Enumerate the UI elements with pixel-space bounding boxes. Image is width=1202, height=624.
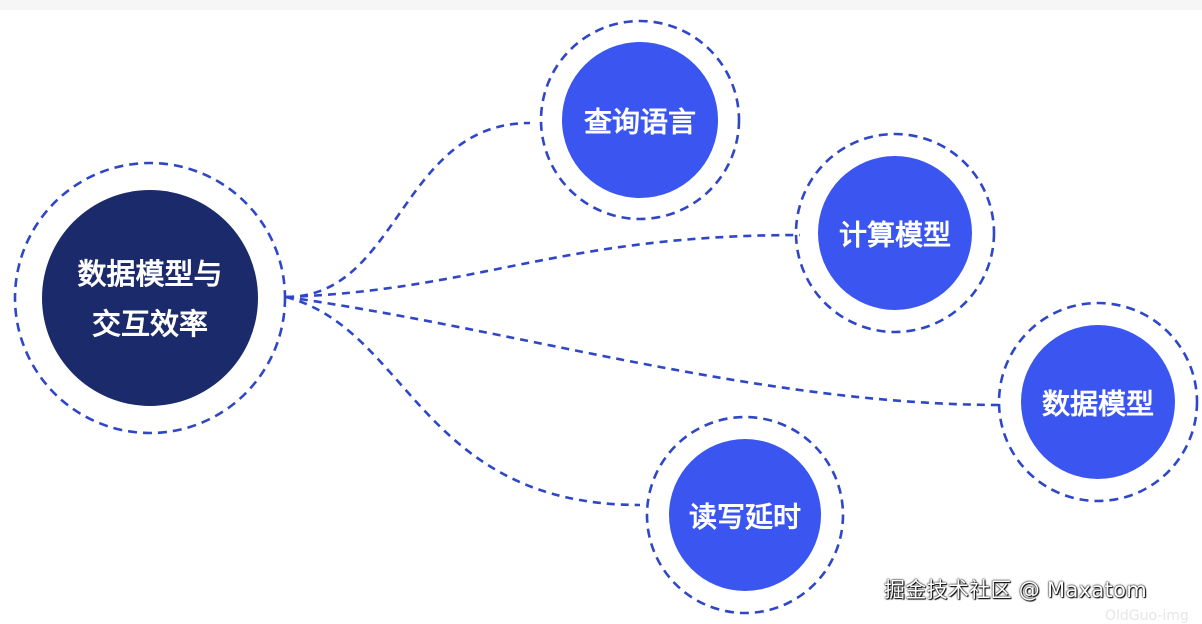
branch-node-label: 计算模型 xyxy=(839,219,951,252)
branch-node-compute-model: 计算模型 xyxy=(794,132,996,334)
branch-node-circle xyxy=(818,156,972,310)
center-node-dashed-ring xyxy=(13,161,287,435)
branch-node-dashed-ring xyxy=(645,415,845,615)
branch-node-label: 查询语言 xyxy=(584,106,696,139)
branch-node-data-model: 数据模型 xyxy=(997,301,1199,503)
top-strip xyxy=(0,0,1202,10)
center-node-line2: 交互效率 xyxy=(92,307,208,341)
branch-node-circle xyxy=(562,42,718,198)
branch-node-query-language: 查询语言 xyxy=(539,19,741,221)
branch-node-circle xyxy=(1021,325,1175,479)
center-node-line1: 数据模型与 xyxy=(77,257,222,291)
center-node: 数据模型与 交互效率 xyxy=(13,161,287,435)
branch-node-dashed-ring xyxy=(997,301,1199,503)
center-node-circle xyxy=(42,190,258,406)
connector-rw-latency xyxy=(285,295,641,507)
connector-compute-model xyxy=(285,233,801,299)
branch-node-circle xyxy=(669,439,821,591)
branch-node-dashed-ring xyxy=(539,19,741,221)
branch-node-rw-latency: 读写延时 xyxy=(645,415,845,615)
connector-data-model xyxy=(285,295,1003,407)
sub-watermark-text: OldGuo-img xyxy=(1105,608,1189,624)
branch-node-label: 读写延时 xyxy=(689,501,801,534)
connector-query-language xyxy=(285,121,531,299)
branch-node-dashed-ring xyxy=(794,132,996,334)
branch-node-label: 数据模型 xyxy=(1042,388,1154,421)
watermark-text: 掘金技术社区 @ Maxatom xyxy=(884,578,1147,602)
